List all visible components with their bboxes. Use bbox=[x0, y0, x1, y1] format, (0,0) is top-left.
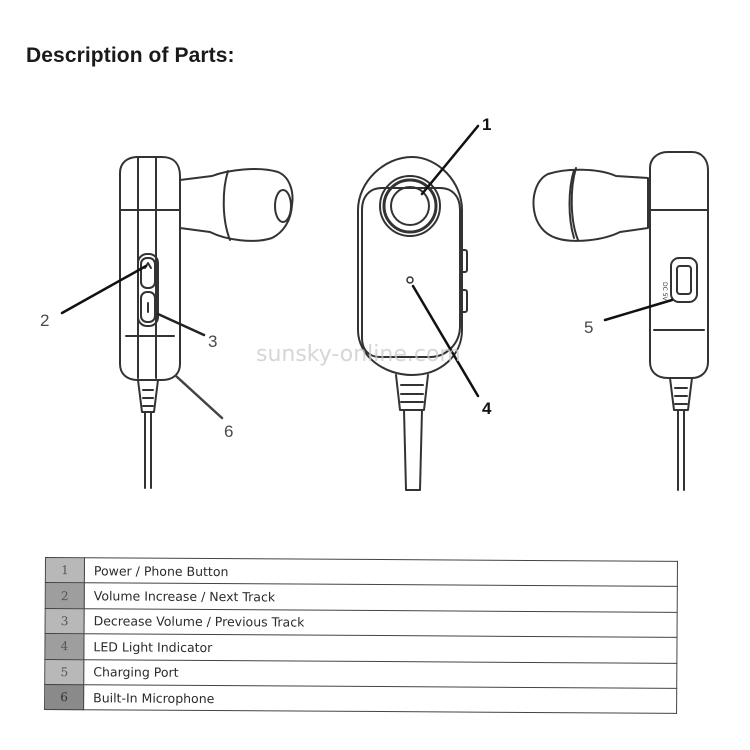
table-row: 5 Charging Port bbox=[44, 659, 677, 689]
callout-1: 1 bbox=[482, 115, 491, 134]
middle-earphone bbox=[357, 156, 468, 491]
port-label: DC 5V bbox=[661, 282, 668, 302]
table-row: 4 LED Light Indicator bbox=[44, 633, 678, 663]
part-description: Decrease Volume / Previous Track bbox=[84, 608, 678, 638]
parts-table: 1 Power / Phone Button 2 Volume Increase… bbox=[44, 557, 678, 714]
callout-3: 3 bbox=[208, 332, 217, 351]
leader-lines bbox=[60, 124, 674, 420]
part-description: Built-In Microphone bbox=[83, 684, 677, 714]
callout-5: 5 bbox=[584, 318, 593, 337]
table-row: 2 Volume Increase / Next Track bbox=[45, 582, 678, 613]
part-number: 5 bbox=[44, 659, 84, 685]
table-row: 1 Power / Phone Button bbox=[45, 557, 678, 587]
part-description: LED Light Indicator bbox=[83, 633, 678, 663]
part-description: Charging Port bbox=[83, 659, 677, 689]
part-description: Power / Phone Button bbox=[84, 557, 678, 587]
part-number: 4 bbox=[44, 633, 85, 660]
table-row: 6 Built-In Microphone bbox=[44, 684, 677, 714]
right-earphone bbox=[532, 151, 709, 491]
part-description: Volume Increase / Next Track bbox=[84, 583, 678, 613]
part-number: 2 bbox=[45, 582, 85, 609]
callout-2: 2 bbox=[40, 311, 49, 330]
part-number: 3 bbox=[45, 608, 85, 634]
callout-6: 6 bbox=[224, 422, 233, 441]
watermark: sunsky-online.com bbox=[256, 342, 461, 367]
table-row: 3 Decrease Volume / Previous Track bbox=[45, 608, 678, 638]
part-number: 6 bbox=[44, 684, 84, 711]
callout-4: 4 bbox=[482, 399, 492, 418]
left-earphone bbox=[119, 156, 294, 489]
earphone-diagram: DC 5V 1 2 3 4 5 6 sunsky-online.com bbox=[40, 115, 709, 491]
page-title: Description of Parts: bbox=[26, 44, 235, 67]
part-number: 1 bbox=[45, 557, 85, 584]
